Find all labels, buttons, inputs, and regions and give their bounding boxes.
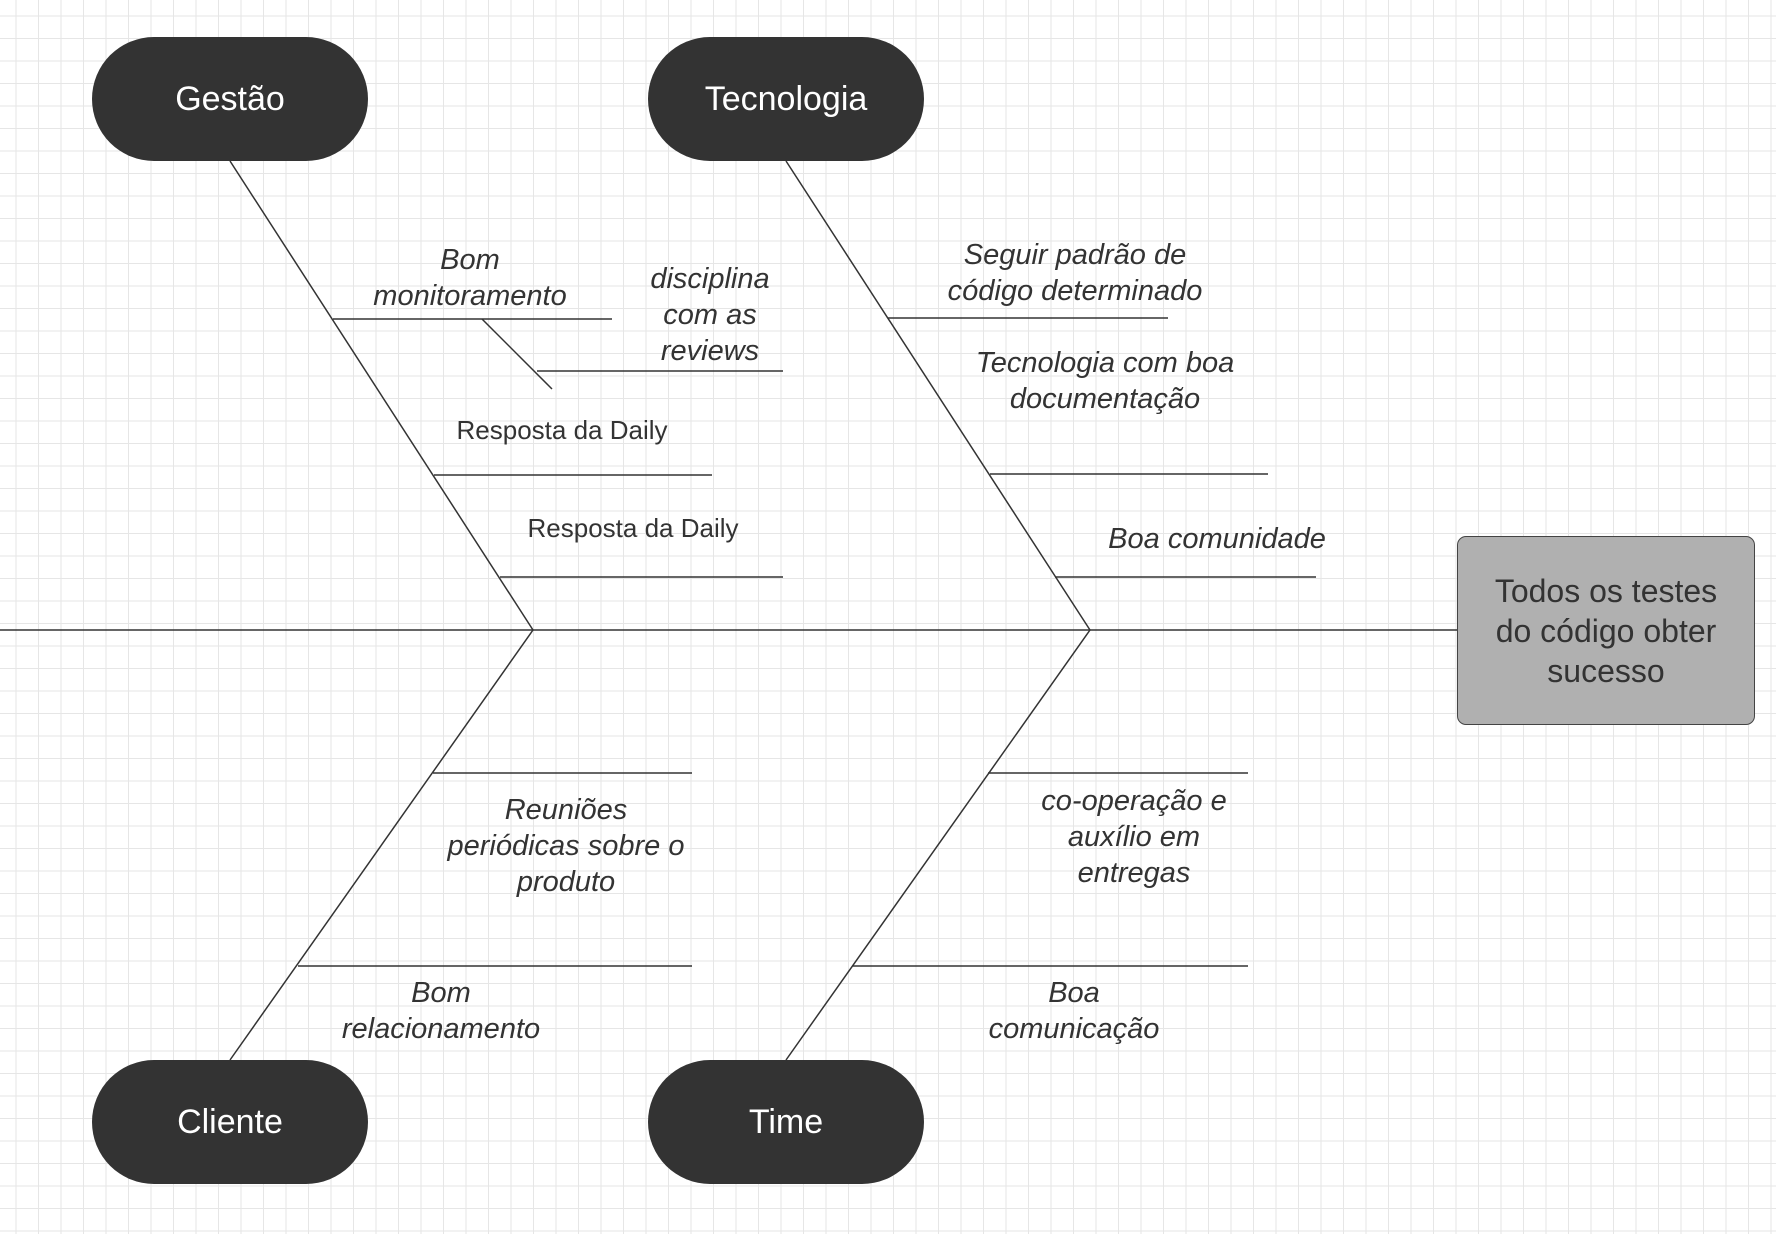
cause-label-time-comunicacao[interactable]: Boa comunicação [988,977,1160,1045]
bone-cliente [229,629,534,1061]
category-gestao[interactable]: Gestão [92,37,368,161]
bone-time [785,629,1091,1061]
cause-label-gestao-daily-1[interactable]: Resposta da Daily [456,415,668,445]
cause-label-tecnologia-documentacao[interactable]: Tecnologia com boa documentação [975,347,1235,415]
bone-gestao [229,160,534,631]
category-tecnologia[interactable]: Tecnologia [648,37,924,161]
category-cliente[interactable]: Cliente [92,1060,368,1184]
bone-tecnologia [785,160,1091,631]
cause-label-gestao-daily-2[interactable]: Resposta da Daily [527,513,739,543]
effect-label: Todos os testes do código obter sucesso [1494,572,1718,689]
cause-label-cliente-relacionamento[interactable]: Bom relacionamento [341,977,541,1045]
effect-box[interactable]: Todos os testes do código obter sucesso [1457,536,1755,725]
cause-label-time-cooperacao[interactable]: co-operação e auxílio em entregas [1041,785,1227,889]
cause-label-gestao-reviews[interactable]: disciplina com as reviews [650,263,770,367]
cause-label-gestao-monitoramento[interactable]: Bom monitoramento [373,244,567,312]
category-time[interactable]: Time [648,1060,924,1184]
sub-bone-gestao-2-diag [481,318,553,390]
cause-label-tecnologia-padrao[interactable]: Seguir padrão de código determinado [947,239,1203,307]
cause-label-tecnologia-comunidade[interactable]: Boa comunidade [1108,523,1326,555]
cause-label-cliente-reunioes[interactable]: Reuniões periódicas sobre o produto [447,794,685,898]
